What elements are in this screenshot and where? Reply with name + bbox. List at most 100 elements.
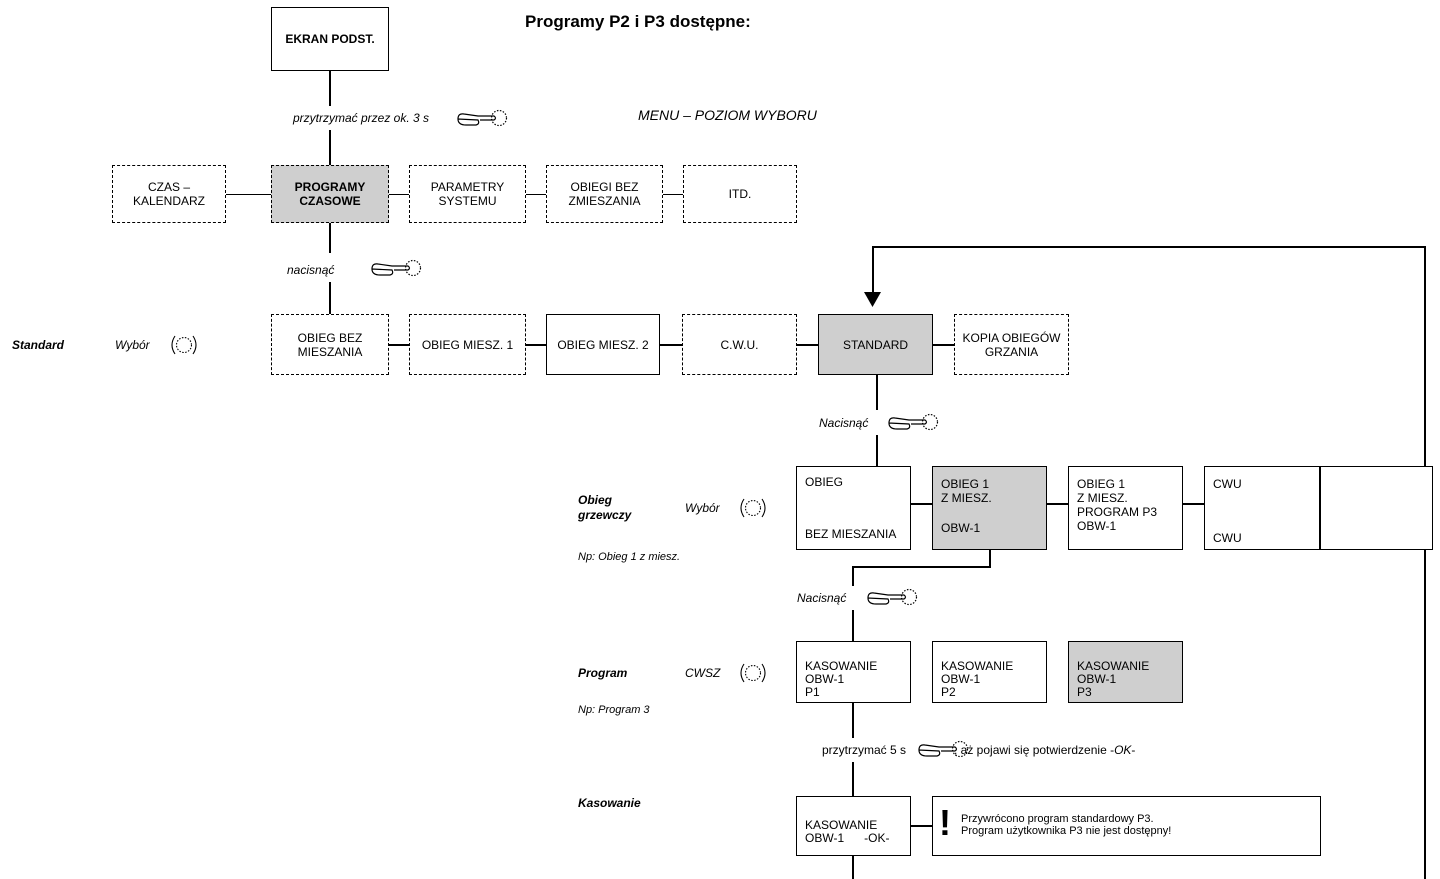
box-line: OBIEG 1 [941, 477, 990, 491]
return-loop-line [872, 246, 874, 296]
pointing-hand-icon [371, 259, 422, 277]
connector-line [526, 344, 546, 346]
hold-3s-label: przytrzymać przez ok. 3 s [293, 111, 430, 125]
obieg-bez-mieszania-box: OBIEG BEZ MIESZANIA [271, 314, 389, 375]
box-line: CWU [1213, 477, 1242, 491]
connector-line [989, 550, 991, 567]
box-line: OBW-1 [941, 672, 981, 686]
box-line: STANDARD [842, 337, 909, 352]
message-text: Przywrócono program standardowy P3. Prog… [961, 813, 1171, 837]
level-obieg-label: Obieg grzewczy [578, 493, 631, 523]
box-line: KASOWANIE [1077, 659, 1150, 673]
level-select-label: CWSZ [685, 666, 721, 680]
box-line: Z MIESZ. [941, 491, 992, 505]
connector-line [852, 566, 854, 586]
connector-line [911, 503, 932, 505]
box-line-part: OBW-1 [805, 831, 845, 845]
dashed-connector [526, 194, 546, 195]
warning-exclamation-icon: ! [939, 802, 951, 843]
level-kasowanie-label: Kasowanie [578, 796, 641, 810]
itd-box: ITD. [683, 165, 797, 223]
box-line: OBW-1 -OK- [805, 832, 889, 845]
obieg-miesz-1-box: OBIEG MIESZ. 1 [409, 314, 526, 375]
dashed-connector [226, 194, 271, 195]
press-label: nacisnąć [287, 263, 335, 277]
level-line: Obieg [578, 493, 613, 507]
box-line: CZAS – [147, 180, 190, 194]
box-line: CWU [1213, 531, 1242, 545]
connector-line [852, 703, 854, 738]
box-line: BEZ MIESZANIA [805, 527, 897, 541]
kasowanie-ok-box: KASOWANIE OBW-1 -OK- [796, 796, 911, 856]
diagram-title: Programy P2 i P3 dostępne: [525, 12, 751, 31]
connector-line [660, 344, 682, 346]
pointing-hand-icon [457, 109, 508, 127]
message-line: Program użytkownika P3 nie jest dostępny… [961, 825, 1172, 837]
kasowanie-p3-box: KASOWANIE OBW-1 P3 [1068, 641, 1183, 703]
level-example-label: Np: Obieg 1 z miesz. [578, 551, 681, 563]
level-select-label: Wybór [115, 338, 150, 352]
box-line: P3 [1077, 685, 1092, 699]
kasowanie-p2-box: KASOWANIE OBW-1 P2 [932, 641, 1047, 703]
press-label: Nacisnąć [797, 591, 847, 605]
czas-kalendarz-box: CZAS – KALENDARZ [112, 165, 226, 223]
level-line: grzewczy [578, 508, 632, 522]
ekran-podst-box: EKRAN PODST. [271, 7, 389, 71]
box-line: KASOWANIE [805, 659, 878, 673]
pointing-hand-icon [867, 588, 918, 606]
box-line: OBIEG BEZ [297, 330, 363, 345]
box-line: OBIEG MIESZ. 1 [421, 337, 514, 352]
arrow-down-icon [864, 292, 881, 307]
level-example-label: Np: Program 3 [578, 704, 650, 716]
pointing-hand-icon [888, 413, 939, 431]
standard-box: STANDARD [818, 314, 933, 375]
box-line: OBW-1 [1077, 672, 1117, 686]
obieg-miesz-2-box: OBIEG MIESZ. 2 [546, 314, 660, 375]
box-line: SYSTEMU [438, 194, 497, 208]
connector-line [876, 435, 878, 466]
box-line: GRZANIA [984, 344, 1039, 359]
box-line: OBIEG 1 [1077, 477, 1126, 491]
hold-5s-text: przytrzymać 5 s [822, 743, 907, 757]
connector-line [329, 130, 331, 165]
menu-level-caption: MENU – POZIOM WYBORU [638, 107, 817, 123]
connector-line [1183, 503, 1204, 505]
dashed-connector [663, 194, 683, 195]
box-line: Z MIESZ. [1077, 491, 1128, 505]
rotary-knob-icon [171, 335, 197, 355]
confirmation-label: , aż pojawi się potwierdzenie -OK- [954, 743, 1135, 757]
connector-line [797, 344, 818, 346]
connector-line [329, 71, 331, 106]
box-line: OBIEGI BEZ [570, 180, 639, 194]
box-line-part: -OK- [864, 831, 890, 845]
level-program-label: Program [578, 666, 628, 680]
box-line: P1 [805, 685, 820, 699]
hold-5s-label: przytrzymać 5 s [822, 743, 906, 757]
connector-line [852, 566, 991, 568]
box-line: KOPIA OBIEGÓW [962, 330, 1061, 345]
empty-option-box [1320, 466, 1433, 550]
return-loop-line [872, 246, 1425, 248]
obieg-1-program-p3-option: OBIEG 1 Z MIESZ. PROGRAM P3 OBW-1 [1068, 466, 1183, 550]
obieg-bez-mieszania-option: OBIEG BEZ MIESZANIA [796, 466, 911, 550]
connector-line [933, 344, 954, 346]
rotary-knob-icon [740, 498, 766, 518]
press-label: Nacisnąć [819, 416, 869, 430]
obieg-1-z-miesz-option: OBIEG 1 Z MIESZ. OBW-1 [932, 466, 1047, 550]
level-standard-label: Standard [12, 338, 65, 352]
cwu-option: CWU CWU [1204, 466, 1320, 550]
box-line: MIESZANIA [297, 344, 363, 359]
ekran-podst-label: EKRAN PODST. [285, 32, 375, 46]
confirmation-end: - [1131, 743, 1136, 757]
connector-line [876, 375, 878, 410]
connector-line [852, 762, 854, 796]
box-line: PARAMETRY [430, 180, 505, 194]
connector-line [1047, 503, 1068, 505]
kopia-obiegow-box: KOPIA OBIEGÓW GRZANIA [954, 314, 1069, 375]
box-line: ZMIESZANIA [568, 194, 641, 208]
obiegi-bez-zmieszania-box: OBIEGI BEZ ZMIESZANIA [546, 165, 663, 223]
box-line: OBW-1 [941, 521, 981, 535]
programy-czasowe-box: PROGRAMY CZASOWE [271, 165, 389, 223]
message-line: Przywrócono program standardowy P3. [961, 813, 1154, 825]
cwu-box: C.W.U. [682, 314, 797, 375]
